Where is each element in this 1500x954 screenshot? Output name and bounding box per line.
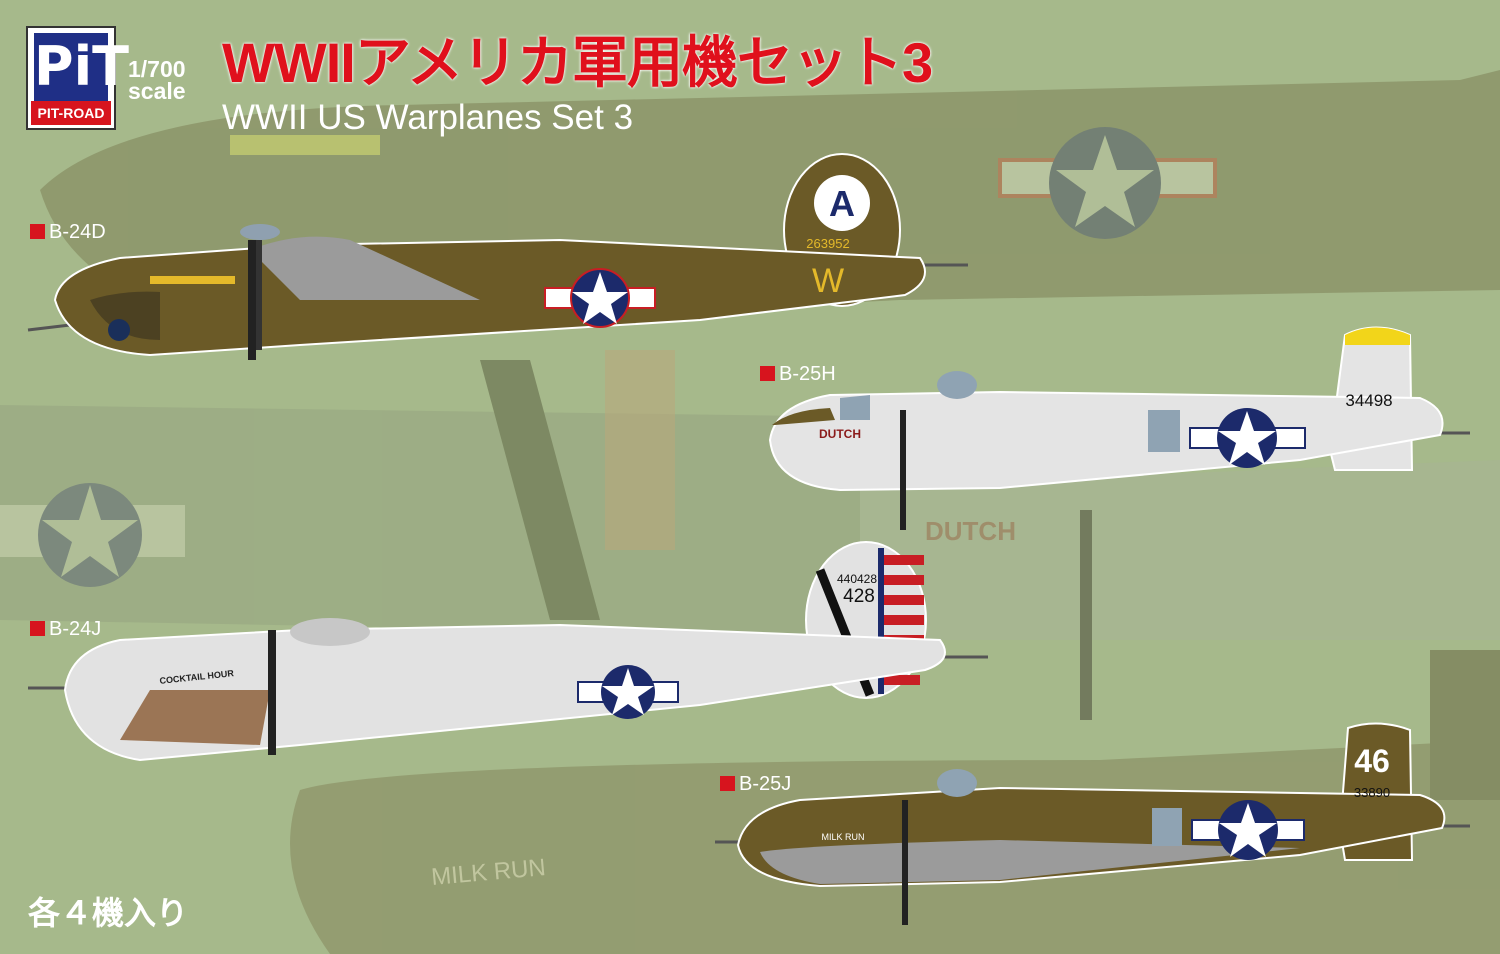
subtitle: WWII US Warplanes Set 3 — [222, 98, 634, 137]
tail-letter: A — [829, 183, 855, 224]
label-b24d: B-24D — [30, 221, 106, 243]
serial-number: 33890 — [1354, 785, 1390, 800]
pit-road-logo: PiT PIT-ROAD — [26, 26, 129, 130]
page-title: WWIIアメリカ軍用機セット3 — [222, 31, 933, 94]
tail-number: 46 — [1354, 743, 1390, 779]
us-star-insignia — [1191, 800, 1305, 860]
us-star-insignia — [544, 268, 656, 328]
quantity-note: 各４機入り — [28, 895, 189, 931]
us-star-insignia — [577, 665, 679, 719]
aircraft-b24d: A 263952 W — [27, 153, 968, 360]
serial-number: 263952 — [806, 236, 849, 251]
background-nose-art-dutch: DUTCH — [925, 516, 1016, 546]
aircraft-b25h: DUTCH 34498 — [768, 326, 1470, 530]
nose-art-dutch: DUTCH — [819, 427, 861, 441]
scale-ratio: 1/700 — [128, 56, 186, 82]
tail-number: 428 — [843, 586, 875, 607]
us-star-insignia — [1189, 408, 1306, 468]
nose-art-milk-run: MILK RUN — [821, 832, 864, 842]
aircraft-b24j: COCKTAIL HOUR 440428 428 — [28, 541, 988, 762]
serial-number: 34498 — [1345, 391, 1392, 410]
label-b25h: B-25H — [760, 363, 836, 385]
serial-number: 440428 — [837, 572, 877, 586]
label-b25j: B-25J — [720, 773, 791, 795]
logo-mark: PiT — [34, 33, 129, 101]
tail-mark: W — [812, 262, 844, 300]
scale-word: scale — [128, 78, 186, 104]
aircraft-b25j: MILK RUN 46 33890 — [715, 722, 1470, 925]
label-b24j: B-24J — [30, 618, 101, 640]
logo-text: PIT-ROAD — [31, 101, 111, 125]
scale-label: 1/700 scale — [128, 56, 186, 104]
